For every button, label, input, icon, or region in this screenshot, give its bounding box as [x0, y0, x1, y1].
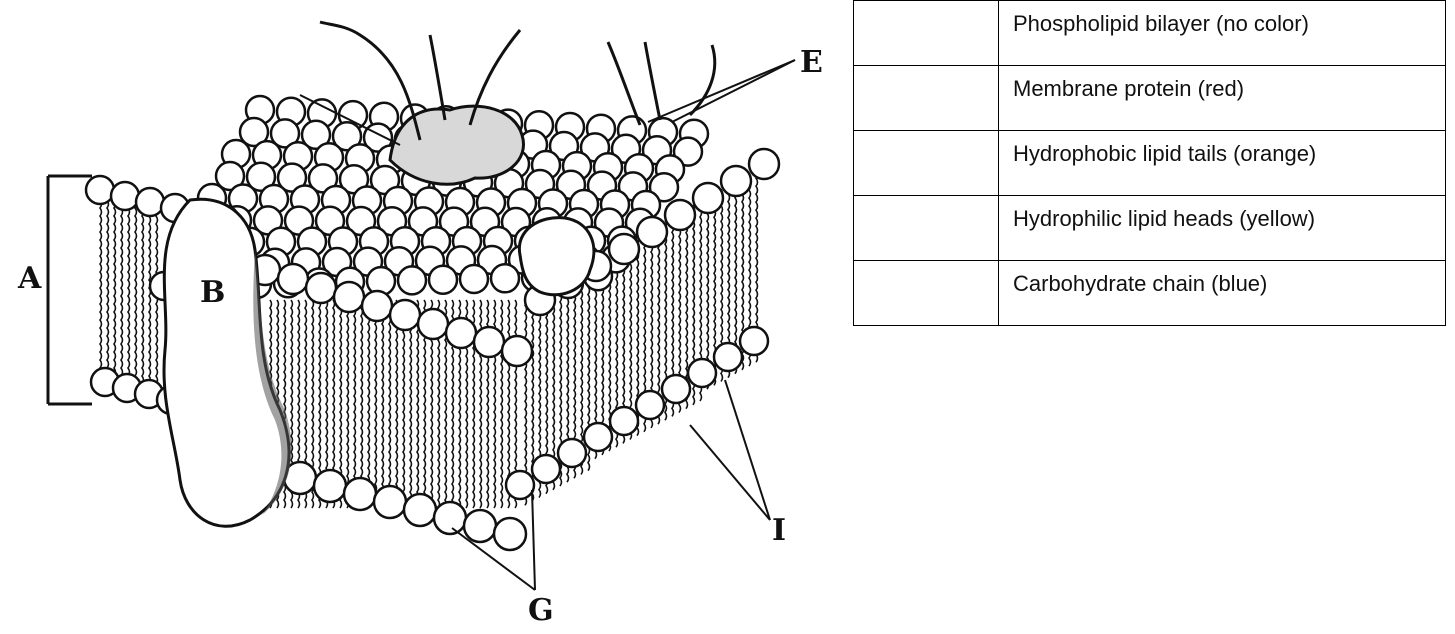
lipid-head [111, 182, 139, 210]
lipid-head [494, 518, 526, 550]
surface-protein [390, 106, 524, 184]
lipid-head [749, 149, 779, 179]
lipid-head [278, 264, 308, 294]
label-i: I [772, 513, 786, 548]
lipid-tail [107, 200, 109, 392]
lipid-head [662, 375, 690, 403]
lipid-head [506, 471, 534, 499]
lipid-tail [396, 300, 398, 508]
lipid-tail [382, 300, 384, 508]
table-row: Membrane protein (red) [854, 66, 1446, 131]
lipid-head [558, 439, 586, 467]
lipid-head [86, 176, 114, 204]
lipid-head [398, 266, 426, 294]
lipid-tail [135, 200, 137, 392]
label-e: E [800, 45, 823, 80]
lipid-head [665, 200, 695, 230]
lipid-tail [121, 200, 123, 392]
lipid-head [637, 217, 667, 247]
lipid-head [446, 318, 476, 348]
lipid-head [460, 265, 488, 293]
lipid-head [429, 266, 457, 294]
lipid-head [418, 309, 448, 339]
lipid-head [502, 336, 532, 366]
lipid-tail [149, 200, 151, 392]
description-cell: Carbohydrate chain (blue) [999, 261, 1446, 326]
answer-cell[interactable] [854, 196, 999, 261]
bracket-a [48, 176, 92, 404]
answer-cell[interactable] [854, 66, 999, 131]
table-row: Carbohydrate chain (blue) [854, 261, 1446, 326]
lipid-head [334, 282, 364, 312]
lipid-head [740, 327, 768, 355]
lipid-head [314, 470, 346, 502]
description-cell: Membrane protein (red) [999, 66, 1446, 131]
lipid-head [474, 327, 504, 357]
table-row: Hydrophilic lipid heads (yellow) [854, 196, 1446, 261]
lipid-head [374, 486, 406, 518]
lipid-head [362, 291, 392, 321]
lipid-head [434, 502, 466, 534]
answer-cell[interactable] [854, 261, 999, 326]
lipid-head [136, 188, 164, 216]
table-row: Hydrophobic lipid tails (orange) [854, 131, 1446, 196]
lipid-head [714, 343, 742, 371]
lipid-tail [410, 300, 412, 508]
lipid-tail [354, 300, 356, 508]
cell-membrane-diagram: A B E G I [0, 0, 850, 634]
embedded-protein [519, 218, 593, 295]
lipid-tail [501, 300, 503, 508]
lipid-head [721, 166, 751, 196]
lipid-tail [389, 300, 391, 508]
table-row: Phospholipid bilayer (no color) [854, 1, 1446, 66]
lipid-head [584, 423, 612, 451]
lipid-tail [368, 300, 370, 508]
label-a: A [17, 261, 42, 296]
description-cell: Hydrophilic lipid heads (yellow) [999, 196, 1446, 261]
lipid-head [636, 391, 664, 419]
lipid-tail [128, 200, 130, 392]
lipid-tail [114, 200, 116, 392]
answer-cell[interactable] [854, 131, 999, 196]
lipid-head [688, 359, 716, 387]
lipid-head [532, 455, 560, 483]
lipid-head [404, 494, 436, 526]
lipid-head [609, 234, 639, 264]
lipid-head [464, 510, 496, 542]
lipid-head [306, 273, 336, 303]
lipid-tail [417, 300, 419, 508]
lipid-head [390, 300, 420, 330]
answer-cell[interactable] [854, 1, 999, 66]
label-b: B [200, 275, 225, 310]
lipid-tail [347, 300, 349, 508]
lipid-tail [375, 300, 377, 508]
description-cell: Hydrophobic lipid tails (orange) [999, 131, 1446, 196]
lipid-tail [142, 200, 144, 392]
key-table: Phospholipid bilayer (no color) Membrane… [853, 0, 1446, 326]
lipid-head [610, 407, 638, 435]
label-g: G [528, 593, 554, 628]
description-cell: Phospholipid bilayer (no color) [999, 1, 1446, 66]
lipid-head [491, 264, 519, 292]
lipid-tail [100, 200, 102, 392]
lipid-head [344, 478, 376, 510]
lipid-head [693, 183, 723, 213]
